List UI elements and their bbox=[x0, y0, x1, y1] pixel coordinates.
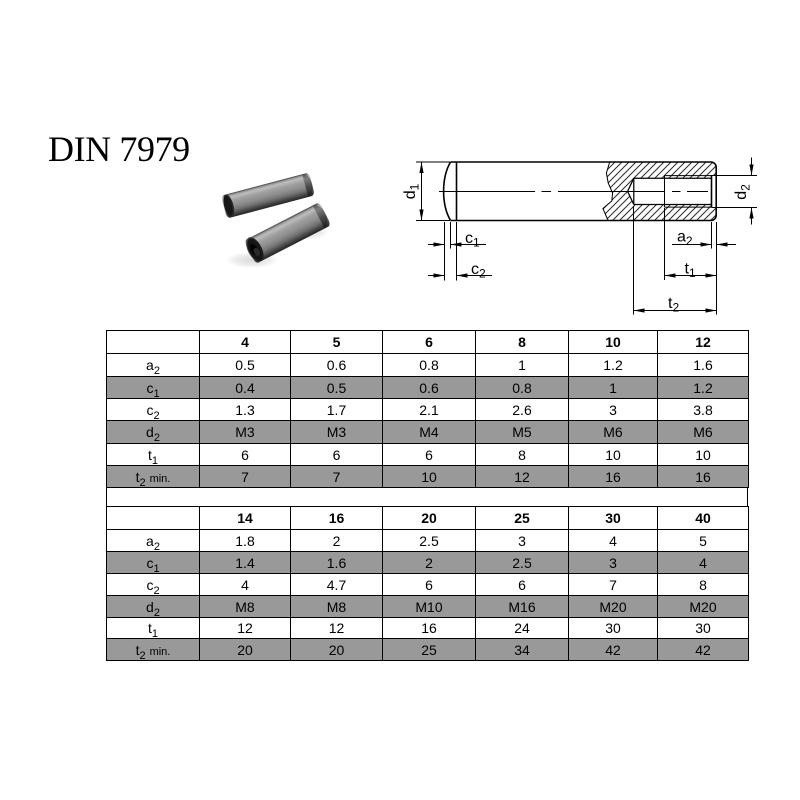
svg-text:t1: t1 bbox=[685, 261, 696, 281]
svg-text:a2: a2 bbox=[677, 229, 693, 249]
svg-text:t2: t2 bbox=[668, 295, 679, 315]
svg-text:c1: c1 bbox=[465, 230, 480, 250]
svg-text:c2: c2 bbox=[471, 261, 486, 281]
svg-text:d1: d1 bbox=[402, 183, 422, 199]
svg-text:d2: d2 bbox=[733, 184, 753, 200]
